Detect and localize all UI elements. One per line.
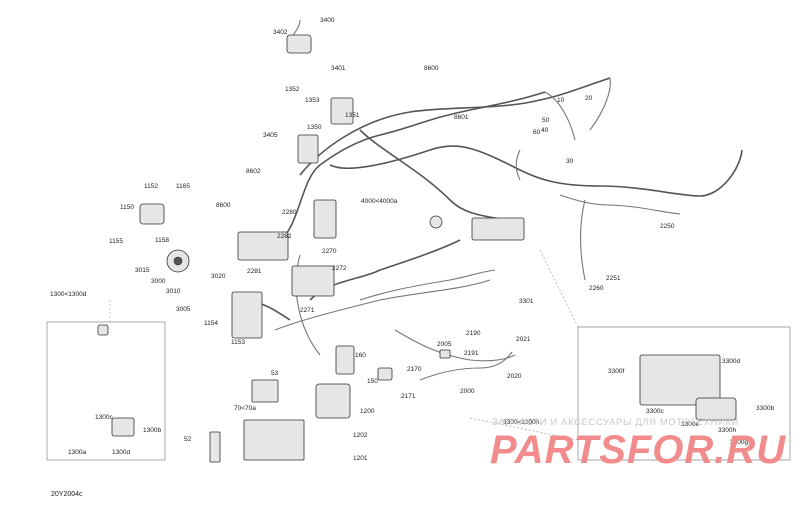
label-3015: 3015 [135,267,150,274]
watermark-logo: PARTSFOR.RU [490,428,786,472]
label-3402: 3402 [273,29,288,36]
label-1150: 1150 [120,204,134,211]
label-3300f: 3300f [608,368,624,375]
label-2270: 2270 [322,248,337,255]
label-3401: 3401 [331,65,346,72]
label-8601: 8601 [454,114,469,121]
label-3300h: 3300h [718,427,736,434]
label-2170: 2170 [407,366,422,373]
label-1165: 1165 [176,183,190,190]
label-1351: 1351 [345,112,360,119]
label-1300a: 1300a [68,449,86,456]
label-20: 20 [585,95,593,102]
label-1353: 1353 [305,97,320,104]
label-10: 10 [557,97,565,104]
inset-box-3300 [577,326,791,461]
label-3300b: 3300b [756,405,774,412]
label-60: 60 [533,129,541,136]
label-1154: 1154 [204,320,218,327]
label-1158: 1158 [155,237,169,244]
label-1202: 1202 [353,432,368,439]
label-3300e: 3300e [681,421,699,428]
label-1200: 1200 [360,408,375,415]
label-1153: 1153 [231,339,245,346]
label-3300a: 3300<3300h [503,419,540,426]
part-labels: 3400 3402 3401 1352 1353 1351 1350 3405 … [50,17,774,462]
label-2000: 2000 [460,388,475,395]
watermark-tagline: ЗАПЧАСТИ И АКСЕССУАРЫ ДЛЯ МОТОТЕХНИКИ [492,417,739,428]
label-2260: 2260 [589,285,604,292]
label-2272: 2272 [332,265,347,272]
label-2251: 2251 [606,275,621,282]
label-8602: 8602 [246,168,261,175]
label-3010: 3010 [166,288,181,295]
label-3301: 3301 [519,298,534,305]
label-2005: 2005 [437,341,452,348]
label-2171: 2171 [401,393,416,400]
label-3000: 3000 [151,278,166,285]
label-50: 50 [542,117,550,124]
label-2191: 2191 [464,350,479,357]
label-4000: 4000<4000a [361,198,398,205]
label-40: 40 [541,127,549,134]
label-8600: 8600 [424,65,439,72]
label-2271: 2271 [300,307,315,314]
label-3300g: 3300g [730,439,748,446]
label-1152: 1152 [144,183,158,190]
label-1155: 1155 [109,238,123,245]
label-2021: 2021 [516,336,531,343]
label-3005: 3005 [176,306,191,313]
label-3300d: 3300d [722,358,740,365]
label-1350: 1350 [307,124,322,131]
label-8600-b: 8600 [216,202,231,209]
label-1300d: 1300d [112,449,130,456]
parts [97,34,737,463]
label-1201: 1201 [353,455,368,462]
label-1300c: 1300c [95,414,113,421]
label-3400: 3400 [320,17,335,24]
label-2020: 2020 [507,373,522,380]
label-1300: 1300<1300d [50,291,87,298]
inset-box-1300 [46,321,166,461]
label-52: 52 [184,436,192,443]
label-2190: 2190 [466,330,481,337]
figure-code: 20Y2004c [51,491,83,498]
label-53: 53 [271,370,279,377]
label-1352: 1352 [285,86,300,93]
label-2281: 2281 [247,268,262,275]
label-2250: 2250 [660,223,675,230]
label-3405: 3405 [263,132,278,139]
label-2282: 2282 [277,233,292,240]
label-2280: 2280 [282,209,297,216]
label-30: 30 [566,158,574,165]
label-150: 150 [367,378,378,385]
label-3300c: 3300c [646,408,664,415]
label-1300b: 1300b [143,427,161,434]
label-160: 160 [355,352,366,359]
label-70: 70<70a [234,405,256,412]
label-3020: 3020 [211,273,226,280]
